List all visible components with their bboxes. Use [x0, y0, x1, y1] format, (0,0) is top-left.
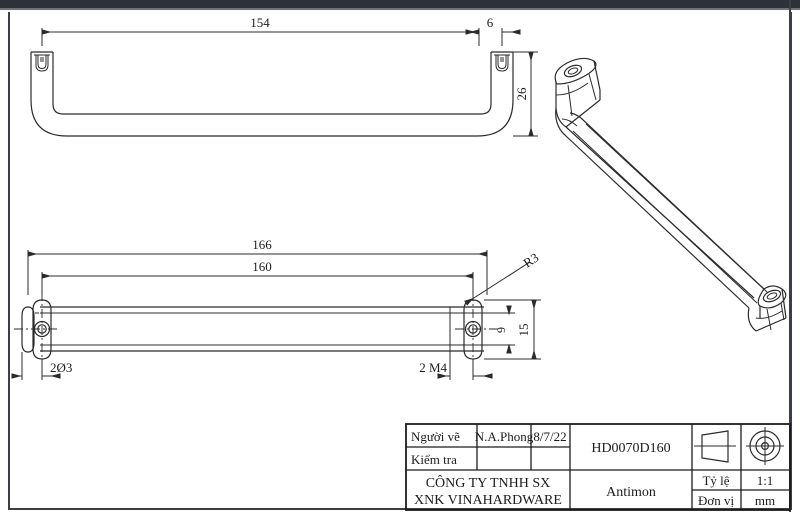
- company-name-line1: CÔNG TY TNHH SX: [426, 474, 551, 491]
- drawn-by-value: N.A.Phong: [475, 429, 534, 444]
- dimension-6: 6: [465, 15, 521, 46]
- callout-2-M4: 2 M4: [419, 351, 493, 380]
- dimension-9: 9: [484, 305, 515, 354]
- dimension-R3-leader: R3: [464, 250, 541, 306]
- dimension-166: 166: [27, 237, 488, 295]
- unit-value: mm: [755, 493, 775, 508]
- material-value: Antimon: [606, 485, 656, 500]
- scale-label: Tỷ lệ: [702, 473, 729, 488]
- title-block: Người vẽ N.A.Phong 8/7/22 Kiểm tra CÔNG …: [405, 423, 791, 511]
- dimension-R3-text: R3: [520, 250, 541, 271]
- unit-label: Đơn vị: [698, 493, 735, 508]
- callout-2-dia-3-text: 2Ø3: [50, 360, 72, 375]
- drawn-date-value: 8/7/22: [533, 429, 566, 444]
- side-elevation-geometry: [30, 51, 514, 137]
- dimension-166-text: 166: [252, 237, 272, 252]
- window-title-strip: [0, 0, 800, 8]
- dimension-160-text: 160: [252, 259, 272, 274]
- dimension-154-text: 154: [250, 15, 270, 30]
- company-name-line2: XNK VINAHARDWARE: [414, 493, 562, 508]
- dimension-26: 26: [513, 51, 538, 137]
- dimension-15-text: 15: [516, 324, 531, 337]
- dimension-26-text: 26: [514, 87, 529, 101]
- drawing-border-frame: [8, 12, 792, 510]
- isometric-handle-3d: [554, 57, 787, 332]
- dimension-15: 15: [484, 299, 541, 360]
- dimension-154: 154: [41, 15, 480, 46]
- scale-value: 1:1: [757, 473, 774, 488]
- plan-view-geometry: [14, 292, 500, 370]
- dimension-9-text: 9: [494, 327, 508, 333]
- first-angle-projection-icon: [694, 427, 784, 465]
- drawn-by-label: Người vẽ: [411, 429, 460, 444]
- window-title-strip-shadow: [0, 8, 800, 10]
- checked-by-label: Kiểm tra: [411, 452, 457, 467]
- callout-2-dia-3: 2Ø3: [11, 352, 72, 380]
- dimension-6-text: 6: [487, 15, 494, 30]
- dimension-160: 160: [41, 259, 474, 295]
- part-number: HD0070D160: [591, 441, 670, 456]
- drawing-border-right-edge: [789, 0, 791, 512]
- callout-2-M4-text: 2 M4: [419, 360, 447, 375]
